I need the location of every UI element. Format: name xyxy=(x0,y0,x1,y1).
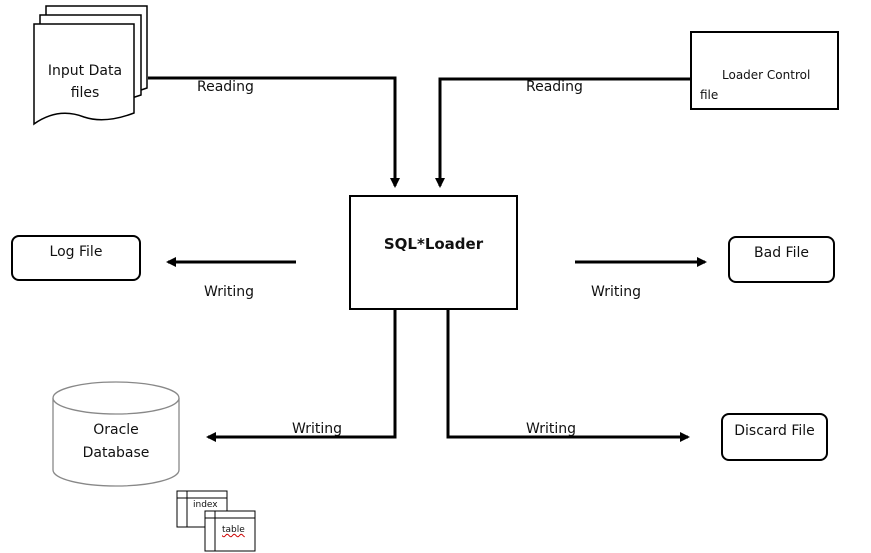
bad-file-label: Bad File xyxy=(754,245,809,261)
writing-label-log: Writing xyxy=(204,284,254,300)
log-file-label: Log File xyxy=(49,244,103,260)
arrow-input-to-loader xyxy=(148,76,400,188)
writing-label-discard: Writing xyxy=(526,421,576,437)
oracle-database-cylinder xyxy=(52,381,180,487)
loader-control-label-1: Loader Control xyxy=(722,68,811,82)
oracle-database-label: Oracle Database xyxy=(82,422,150,461)
reading-label-right: Reading xyxy=(526,79,583,95)
arrow-loader-to-db xyxy=(206,310,397,442)
input-data-files-shape xyxy=(33,5,148,126)
loader-control-file-box xyxy=(690,31,839,110)
log-file-box xyxy=(11,235,141,281)
index-table-icons xyxy=(176,490,256,552)
discard-file-label: Discard File xyxy=(734,423,815,439)
table-label: table xyxy=(222,525,245,535)
arrow-control-to-loader xyxy=(435,77,690,188)
reading-label-left: Reading xyxy=(197,79,254,95)
sql-loader-label: SQL*Loader xyxy=(383,235,484,253)
loader-control-label-2: file xyxy=(700,88,719,102)
bad-file-box xyxy=(728,236,835,283)
discard-file-box xyxy=(721,413,828,461)
writing-label-bad: Writing xyxy=(591,284,641,300)
arrow-loader-to-discard xyxy=(446,310,690,442)
input-data-files-label: Input Data files xyxy=(47,63,123,101)
index-label: index xyxy=(193,500,218,510)
writing-label-db: Writing xyxy=(292,421,342,437)
sql-loader-box xyxy=(349,195,518,310)
